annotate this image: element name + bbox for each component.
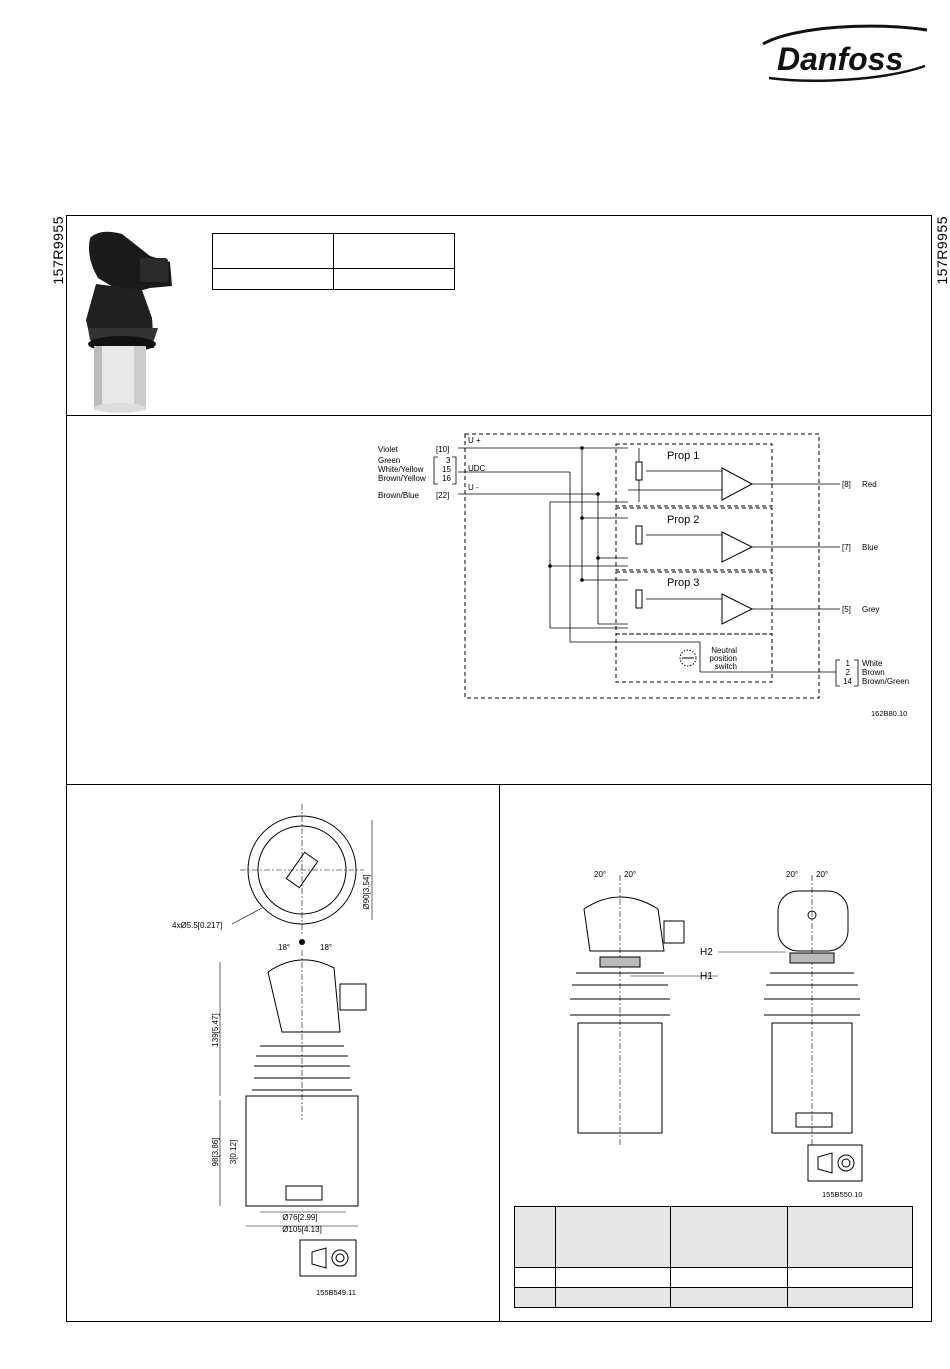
dimension-drawing: Ø90[3.54] 4xØ5.5[0.217] 18° 18° 139[5.47…	[150, 800, 450, 1305]
svg-text:H2: H2	[700, 947, 713, 958]
svg-text:98[3.86]: 98[3.86]	[211, 1138, 220, 1167]
svg-text:15: 15	[442, 465, 451, 474]
part-number-right: 157R9955	[934, 216, 950, 285]
svg-text:20°: 20°	[624, 870, 636, 879]
svg-text:155B549.11: 155B549.11	[316, 1288, 356, 1297]
svg-text:2: 2	[846, 668, 851, 677]
svg-text:Ø76[2.99]: Ø76[2.99]	[282, 1213, 317, 1222]
svg-text:Green: Green	[378, 456, 400, 465]
svg-text:H1: H1	[700, 971, 713, 982]
svg-text:Ø90[3.54]: Ø90[3.54]	[362, 874, 371, 909]
svg-text:Red: Red	[862, 480, 877, 489]
handle-table	[514, 1206, 913, 1308]
svg-text:Blue: Blue	[862, 543, 879, 552]
danfoss-logo: Danfoss	[755, 14, 935, 89]
svg-text:U +: U +	[468, 436, 481, 445]
svg-text:Ø105[4.13]: Ø105[4.13]	[282, 1225, 322, 1234]
spec-table	[212, 233, 455, 290]
product-panel	[66, 215, 932, 416]
svg-text:Danfoss: Danfoss	[777, 41, 903, 77]
svg-text:switch: switch	[715, 662, 737, 671]
svg-text:Prop 1: Prop 1	[667, 450, 699, 462]
svg-text:[22]: [22]	[436, 491, 449, 500]
svg-text:[5]: [5]	[842, 605, 851, 614]
svg-text:14: 14	[843, 677, 852, 686]
svg-text:18°: 18°	[278, 943, 290, 952]
joystick-photo	[78, 228, 176, 414]
svg-text:155B550.10: 155B550.10	[822, 1190, 862, 1199]
svg-text:Brown/Blue: Brown/Blue	[378, 491, 419, 500]
svg-text:White/Yellow: White/Yellow	[378, 465, 424, 474]
svg-text:3: 3	[446, 456, 451, 465]
svg-text:162B80.10: 162B80.10	[871, 709, 907, 718]
svg-text:Prop 2: Prop 2	[667, 514, 699, 526]
svg-text:20°: 20°	[594, 870, 606, 879]
handle-drawing: 20° 20° H2 H1 20° 20° 155B550.10	[520, 855, 920, 1205]
svg-text:3[0.12]: 3[0.12]	[229, 1140, 238, 1164]
svg-text:4xØ5.5[0.217]: 4xØ5.5[0.217]	[172, 921, 222, 930]
svg-text:Prop 3: Prop 3	[667, 577, 699, 589]
svg-text:Neutral: Neutral	[711, 646, 737, 655]
svg-text:Brown: Brown	[862, 668, 885, 677]
circuit-diagram: Violet [10] Green 3 White/Yellow 15 Brow…	[370, 428, 930, 728]
svg-text:Brown/Green: Brown/Green	[862, 677, 909, 686]
svg-text:[10]: [10]	[436, 445, 449, 454]
svg-text:[8]: [8]	[842, 480, 851, 489]
handle-panel	[499, 784, 932, 1322]
svg-text:White: White	[862, 659, 883, 668]
svg-text:20°: 20°	[786, 870, 798, 879]
svg-text:[7]: [7]	[842, 543, 851, 552]
svg-text:139[5.47]: 139[5.47]	[211, 1013, 220, 1046]
svg-text:position: position	[709, 654, 737, 663]
svg-text:20°: 20°	[816, 870, 828, 879]
svg-text:16: 16	[442, 474, 451, 483]
svg-text:18°: 18°	[320, 943, 332, 952]
wire-violet: Violet	[378, 445, 399, 454]
svg-text:Grey: Grey	[862, 605, 879, 614]
part-number-left: 157R9955	[50, 216, 66, 285]
svg-text:Brown/Yellow: Brown/Yellow	[378, 474, 426, 483]
svg-text:1: 1	[846, 659, 851, 668]
svg-text:UDC: UDC	[468, 464, 486, 473]
svg-text:U -: U -	[468, 483, 479, 492]
